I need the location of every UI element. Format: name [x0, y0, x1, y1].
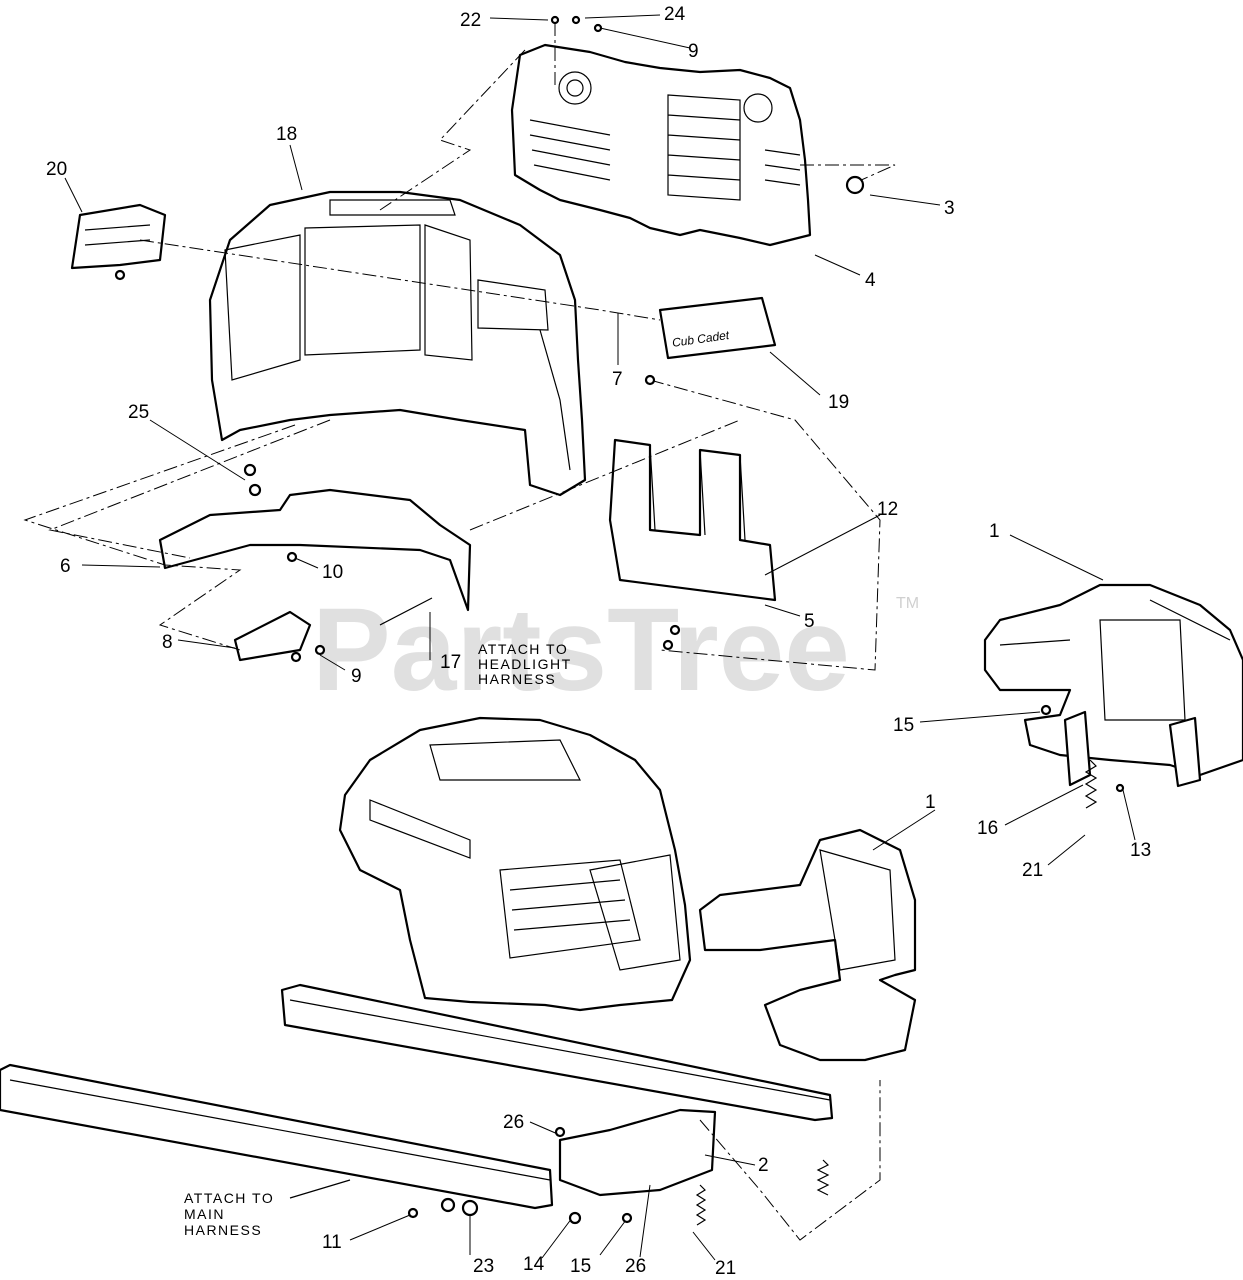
part-grille-housing — [510, 43, 812, 247]
callout-15-lower: 15 — [570, 1256, 591, 1277]
harness-ties — [289, 597, 433, 1199]
part-lower-channel — [608, 438, 777, 602]
note-headlight-harness: ATTACH TO HEADLIGHT HARNESS — [478, 641, 572, 687]
part-hood-assembled — [338, 716, 692, 1012]
callout-labels: 22 24 9 18 20 3 4 7 19 25 12 6 10 8 9 17… — [46, 4, 1151, 1279]
callout-15: 15 — [893, 715, 914, 736]
callout-3: 3 — [944, 198, 955, 219]
watermark-trademark: TM — [896, 595, 919, 612]
callout-1-lower: 1 — [925, 792, 936, 813]
svg-text:HARNESS: HARNESS — [184, 1222, 262, 1238]
svg-text:HARNESS: HARNESS — [478, 671, 556, 687]
part-mounting-brackets — [158, 488, 472, 662]
callout-23: 23 — [473, 1256, 494, 1277]
callout-9: 9 — [688, 41, 699, 62]
svg-text:ATTACH TO: ATTACH TO — [184, 1190, 274, 1206]
svg-text:MAIN: MAIN — [184, 1206, 225, 1222]
part-bumper-lower — [698, 828, 917, 1062]
callout-9-lower: 9 — [351, 666, 362, 687]
callout-17: 17 — [440, 652, 461, 673]
callout-10: 10 — [322, 562, 343, 583]
callout-14: 14 — [523, 1254, 545, 1275]
part-hood-shell — [208, 190, 587, 497]
part-frame-rails — [0, 983, 834, 1210]
part-bumper-upper — [983, 583, 1243, 788]
callout-19: 19 — [828, 392, 849, 413]
callout-26-lower: 26 — [625, 1256, 646, 1277]
callout-1: 1 — [989, 521, 1000, 542]
callout-13: 13 — [1130, 840, 1151, 861]
assembly-lines — [23, 22, 896, 1241]
callout-21-lower: 21 — [715, 1258, 736, 1279]
callout-21: 21 — [1022, 860, 1043, 881]
svg-text:ATTACH TO: ATTACH TO — [478, 641, 568, 657]
svg-text:HEADLIGHT: HEADLIGHT — [478, 656, 572, 672]
callout-22: 22 — [460, 10, 481, 31]
callout-4: 4 — [865, 270, 876, 291]
callout-11: 11 — [322, 1232, 342, 1253]
leader-lines — [64, 14, 1136, 1261]
callout-12: 12 — [877, 499, 898, 520]
callout-2: 2 — [758, 1155, 769, 1176]
callout-6: 6 — [60, 556, 71, 577]
callout-7: 7 — [612, 369, 623, 390]
callout-20: 20 — [46, 159, 67, 180]
callout-8: 8 — [162, 632, 173, 653]
part-springs — [695, 759, 1098, 1226]
part-brand-badge: Cub Cadet — [658, 296, 777, 360]
callout-24: 24 — [664, 4, 686, 25]
part-side-bracket — [70, 203, 167, 270]
callout-5: 5 — [804, 611, 815, 632]
callout-25: 25 — [128, 402, 149, 423]
watermark: PartsTree — [312, 584, 850, 716]
note-main-harness: ATTACH TO MAIN HARNESS — [184, 1190, 274, 1238]
callout-16: 16 — [977, 818, 998, 839]
callout-26: 26 — [503, 1112, 524, 1133]
callout-18: 18 — [276, 124, 297, 145]
hardware-fasteners — [114, 15, 1125, 1225]
